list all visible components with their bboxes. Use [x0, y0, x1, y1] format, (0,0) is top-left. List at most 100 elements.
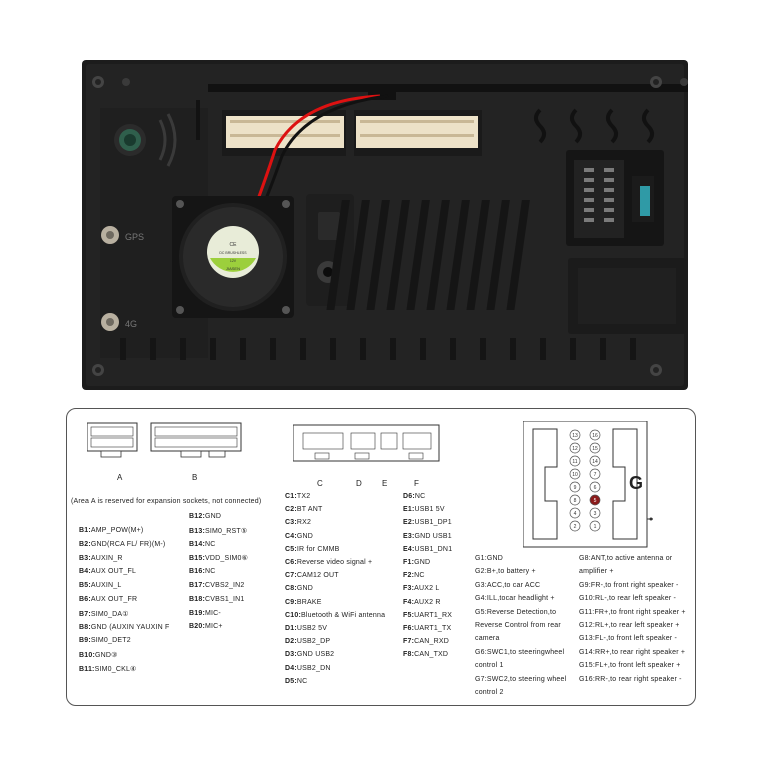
pin-id: F4: [403, 598, 415, 606]
g-pin [569, 481, 581, 493]
pin-row: G15:FL+,to front left speaker + [579, 662, 681, 670]
pin-row: D4:USB2_DN [285, 665, 331, 672]
pinout-panel: A B (Area A is reserved for expansion so… [66, 408, 696, 706]
pin-row: D3:GND USB2 [285, 651, 334, 658]
pin-id: B4: [79, 568, 91, 576]
pin-id: B12: [189, 513, 205, 520]
pin-id: B19: [189, 609, 205, 617]
pin-function: GND③ [94, 652, 118, 660]
pin-row: E4:USB1_DN1 [403, 546, 452, 553]
pin-row: B6:AUX OUT_FR [79, 596, 137, 603]
pin-id: F3: [403, 585, 415, 593]
pin-row: B8:GND (AUXIN YAUXIN F [79, 624, 170, 631]
pin-id: D1: [285, 625, 297, 632]
g-pin-number: 13 [572, 433, 578, 439]
pin-row: G2:B+,to battery + [475, 568, 536, 576]
pin-row: control 1 [475, 662, 504, 670]
pin-function: AUX2 R [414, 598, 441, 606]
pin-function: TX2 [296, 493, 311, 500]
g-pin [569, 520, 581, 532]
pin-row: C2:BT ANT [285, 506, 322, 513]
pin-row: G11:FR+,to front right speaker + [579, 608, 686, 616]
pin-row: Reverse Control from rear [475, 622, 561, 629]
g-pin-number: 6 [594, 485, 597, 491]
g-pin [589, 468, 601, 480]
pin-row: G5:Reverse Detection,to [475, 608, 557, 616]
pin-row: B4:AUX OUT_FL [79, 568, 136, 575]
pin-id: B11: [79, 666, 95, 673]
pin-row: B1:AMP_POW(M+) [79, 527, 143, 534]
head-unit-rear-photo: GPS 4G CE DC BRUSHLESS 12V JIASEN [82, 60, 688, 390]
pin-row: B11:SIM0_CKL④ [79, 665, 137, 673]
pin-row: B2:GND(RCA FL/ FR)(M-) [79, 541, 165, 548]
pin-function: GND(RCA FL/ FR)(M-) [90, 540, 166, 548]
pin-id: B3: [79, 554, 91, 562]
pin-row: G10:RL-,to rear left speaker - [579, 595, 677, 603]
pin-function: NC [296, 677, 308, 685]
pin-row: C3:RX2 [285, 519, 311, 526]
g-pin-number: 5 [594, 498, 597, 504]
pin-row: C1:TX2 [285, 493, 310, 500]
pin-row: G4:ILL,tocar headlight + [475, 595, 555, 603]
g-pin-number: 12 [572, 446, 578, 452]
pin-row: G13:FL-,to front left speaker - [579, 635, 678, 643]
pin-row: C10:Bluetooth & WiFi antenna [285, 612, 385, 619]
pin-id: F5: [403, 611, 415, 619]
pin-function: USB2_DN [296, 664, 331, 672]
pin-function: CAN_RXD [414, 638, 449, 646]
g-pin [569, 429, 581, 441]
pin-function: RX2 [296, 519, 312, 527]
pin-function: MIC+ [204, 623, 223, 631]
pin-id: C10: [285, 611, 301, 619]
pin-function: GND USB2 [296, 651, 335, 659]
pin-row: B13:SIM0_RST⑤ [189, 527, 247, 535]
pin-row: D2:USB2_DP [285, 638, 330, 645]
pin-row: G9:FR-,to front right speaker - [579, 581, 679, 589]
pin-row: C9:BRAKE [285, 599, 322, 606]
pin-row: G7:SWC2,to steering wheel [475, 675, 567, 683]
pin-id: B13: [189, 527, 205, 535]
pin-row: B7:SIM0_DA① [79, 610, 129, 618]
pin-row: C8:GND [285, 585, 313, 592]
pin-function: AUXIN_L [90, 582, 122, 590]
pin-id: C2: [285, 506, 297, 514]
pin-function: SIM0_RST⑤ [204, 527, 248, 535]
fan-voltage: 12V [230, 259, 237, 263]
pin-id: D4: [285, 664, 297, 672]
pin-id: D3: [285, 651, 297, 659]
connector-d-label: D [356, 479, 362, 488]
pin-function: MIC- [204, 609, 221, 617]
pin-id: C5: [285, 545, 297, 553]
pin-function: UART1_RX [414, 611, 453, 619]
pin-id: D5: [285, 677, 297, 685]
pin-function: SIM0_DET2 [90, 637, 131, 645]
pin-id: F6: [403, 625, 415, 632]
pin-row: G14:RR+,to rear right speaker + [579, 648, 686, 656]
pin-id: B18: [189, 595, 205, 603]
pin-id: F1: [403, 559, 415, 566]
pin-id: E4: [403, 545, 415, 553]
pin-id: D6: [403, 493, 415, 500]
g-pin-number: 10 [572, 472, 578, 478]
g-pin-number: 2 [574, 524, 577, 530]
pin-function: GND (AUXIN YAUXIN F [90, 623, 170, 631]
pin-id: B17: [189, 582, 205, 589]
g-pin [569, 494, 581, 506]
pin-id: C7: [285, 572, 297, 580]
pin-row: B5:AUXIN_L [79, 582, 121, 589]
g-pin [569, 468, 581, 480]
pin-row: B14:NC [189, 541, 216, 548]
pin-id: C1: [285, 493, 297, 500]
g-pin-number: 7 [594, 472, 597, 478]
gps-label: GPS [125, 232, 144, 242]
pin-function: Reverse video signal + [296, 559, 373, 566]
pin-id: D2: [285, 638, 297, 646]
pin-row: D6:NC [403, 493, 425, 500]
g-pin-number: 16 [592, 433, 598, 439]
pin-row: B19:MIC- [189, 610, 221, 617]
pin-id: B8: [79, 623, 91, 631]
pin-id: B16: [189, 568, 205, 576]
g-pin [589, 494, 601, 506]
pin-row: F7:CAN_RXD [403, 638, 449, 645]
pin-row: D1:USB2 5V [285, 625, 327, 632]
